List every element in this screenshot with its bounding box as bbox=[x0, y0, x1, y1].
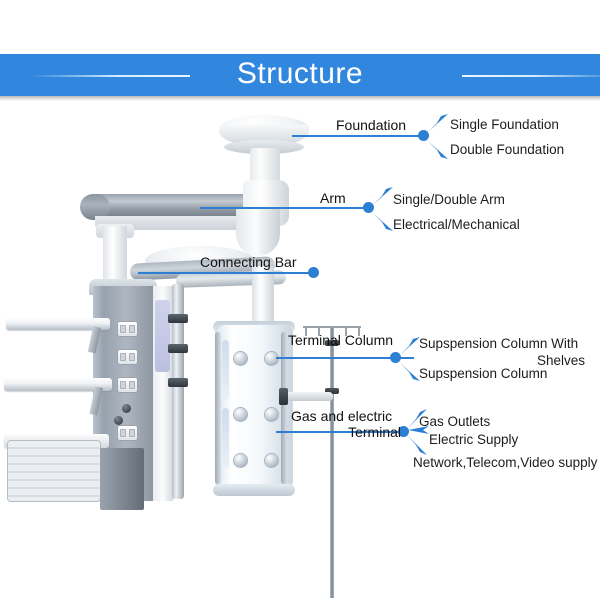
iv-pole-hook bbox=[318, 326, 320, 336]
terminal-column-foot bbox=[213, 484, 295, 496]
control-knob bbox=[114, 416, 123, 425]
drawer-unit bbox=[8, 441, 100, 501]
control-knob bbox=[122, 404, 131, 413]
power-outlet bbox=[118, 350, 137, 364]
terminal-rail-left bbox=[215, 332, 221, 484]
connecting-bar-post bbox=[252, 266, 274, 324]
shelf-middle bbox=[4, 378, 112, 391]
left-post bbox=[103, 226, 127, 288]
terminal-support-arm bbox=[285, 392, 333, 401]
arrow-down-right-icon bbox=[400, 363, 420, 381]
gas-terminal-leader-line bbox=[276, 431, 403, 433]
header-rule-left bbox=[30, 75, 190, 77]
rail-clip bbox=[168, 344, 188, 353]
arm-leader-dot bbox=[363, 202, 374, 213]
gas-outlet-port bbox=[234, 352, 247, 365]
iv-pole-clamp bbox=[325, 340, 339, 346]
connecting-bar-leader-line bbox=[138, 272, 313, 274]
callout-branch-label: Electrical/Mechanical bbox=[393, 217, 520, 232]
arrow-up-right-icon bbox=[400, 337, 420, 355]
callout-branch-label: Double Foundation bbox=[450, 142, 565, 157]
gas-outlet-port bbox=[234, 454, 247, 467]
callout-anchor-label: Foundation bbox=[336, 117, 407, 133]
power-outlet bbox=[118, 378, 137, 392]
callout-anchor-label: Arm bbox=[320, 190, 346, 206]
suspension-arm-cap bbox=[80, 194, 110, 220]
equipment-column-rail bbox=[172, 284, 184, 499]
arm-elbow bbox=[236, 208, 280, 256]
arm-leader-line bbox=[200, 207, 368, 209]
rail-clip bbox=[168, 378, 188, 387]
rail-clip bbox=[168, 314, 188, 323]
callout-anchor-label: Connecting Bar bbox=[200, 254, 297, 270]
power-outlet bbox=[118, 426, 137, 440]
callout-branch-label: Single Foundation bbox=[450, 117, 559, 132]
foundation-ring bbox=[224, 140, 304, 154]
terminal-support-clip bbox=[279, 388, 288, 405]
terminal-rail-right bbox=[281, 332, 287, 484]
gas-outlet-port bbox=[265, 352, 278, 365]
product-illustration bbox=[0, 96, 600, 600]
suspension-arm-underside bbox=[95, 216, 255, 230]
terminal-column-leader-dot bbox=[390, 352, 401, 363]
callout-branch-label: Supspension Column bbox=[419, 366, 548, 381]
iv-pole-hook bbox=[305, 326, 307, 336]
foundation-leader-dot bbox=[418, 130, 429, 141]
iv-pole-hook bbox=[358, 326, 360, 336]
callout-branch-label-cont: Shelves bbox=[536, 353, 585, 368]
lower-cabinet bbox=[100, 448, 144, 510]
terminal-strip-upper bbox=[222, 340, 229, 400]
arrow-down-right-icon bbox=[428, 141, 448, 159]
callout-branch-label: Network,Telecom,Video supply bbox=[413, 455, 598, 470]
equipment-column-window bbox=[155, 300, 170, 372]
gas-terminal-leader-dot bbox=[398, 426, 409, 437]
iv-pole-hook bbox=[345, 326, 347, 336]
arrow-up-right-icon bbox=[428, 114, 448, 132]
callout-branch-label: Single/Double Arm bbox=[393, 192, 505, 207]
gas-outlet-port bbox=[234, 408, 247, 421]
callout-anchor-label-line2: Terminal bbox=[348, 424, 401, 440]
iv-pole-crossbar bbox=[303, 326, 361, 328]
arrow-up-right-icon bbox=[407, 409, 427, 429]
shelf-top bbox=[6, 318, 110, 330]
callout-branch-label: Supspension Column With bbox=[419, 336, 579, 351]
iv-pole-shaft bbox=[330, 328, 334, 598]
power-outlet bbox=[118, 322, 137, 336]
callout-anchor-label-line1: Gas and electric bbox=[291, 408, 393, 424]
page-title: Structure bbox=[236, 57, 364, 90]
foundation-neck bbox=[250, 148, 280, 184]
arrow-right-icon bbox=[408, 426, 429, 434]
callout-branch-label: Gas Outlets bbox=[419, 414, 491, 429]
connecting-bar-leader-dot bbox=[308, 267, 319, 278]
iv-pole-clamp bbox=[325, 388, 339, 394]
foundation-leader-line bbox=[292, 135, 423, 137]
callout-anchor-label: Terminal Column bbox=[288, 332, 394, 348]
header-rule-right bbox=[462, 75, 600, 77]
gas-outlet-port bbox=[265, 408, 278, 421]
arrow-up-right-icon bbox=[373, 187, 393, 205]
gas-outlet-port bbox=[265, 454, 278, 467]
callout-branch-label: Electric Supply bbox=[429, 432, 519, 447]
arrow-down-right-icon bbox=[407, 435, 427, 455]
header-banner-shadow bbox=[0, 96, 600, 101]
terminal-column-leader-line bbox=[276, 357, 414, 359]
terminal-strip-lower bbox=[222, 408, 229, 468]
arrow-down-right-icon bbox=[373, 213, 393, 231]
